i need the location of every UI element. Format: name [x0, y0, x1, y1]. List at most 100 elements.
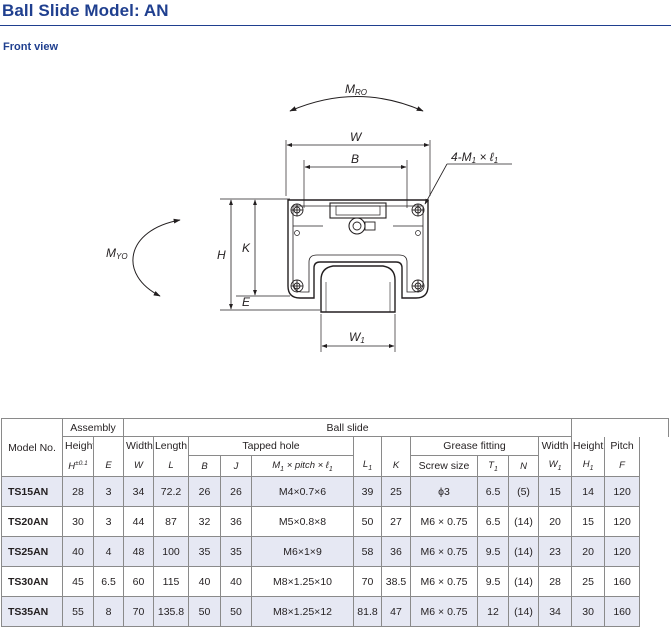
cell-j: 35	[220, 536, 253, 567]
header-ball-slide: Ball slide	[123, 418, 573, 437]
cell-e: 6.5	[92, 566, 125, 597]
myo-label: MYO	[106, 246, 128, 261]
symbol-k: K	[381, 455, 412, 477]
cell-tapped-hole: M8×1.25×12	[251, 596, 355, 627]
cell-e: 4	[92, 536, 125, 567]
symbol-f: F	[604, 455, 641, 477]
symbol-n: N	[508, 455, 540, 477]
cell-screw-size: M6 × 0.75	[410, 566, 479, 597]
cell-w: 60	[123, 566, 155, 597]
e-label: E	[242, 295, 251, 309]
cell-l1: 50	[353, 506, 383, 537]
cell-screw-size: ϕ3	[410, 476, 479, 507]
symbol-w1: W1	[538, 455, 573, 477]
cell-b: 32	[188, 506, 222, 537]
symbol-m1-pitch-l1: M1 × pitch × ℓ1	[251, 455, 355, 477]
header-assembly-blank	[92, 436, 125, 456]
cell-h: 55	[62, 596, 94, 627]
cell-b: 50	[188, 596, 222, 627]
header-l1-blank	[353, 436, 383, 456]
cell-f: 160	[604, 566, 641, 597]
screw-top-left	[290, 203, 304, 217]
rail-outline	[320, 265, 396, 313]
header-length: Length	[153, 436, 190, 456]
cell-w1: 15	[538, 476, 573, 507]
header-pitch: Pitch	[604, 436, 641, 456]
cell-model: TS30AN	[1, 566, 63, 597]
slide-body-outline	[287, 199, 429, 299]
cell-h1: 30	[571, 596, 606, 627]
table-row: TS15AN 28 3 34 72.2 26 26 M4×0.7×6 39 25…	[1, 476, 669, 507]
cell-f: 120	[604, 536, 641, 567]
cell-f: 120	[604, 506, 641, 537]
header-row-names: Height Width Length Tapped hole Grease f…	[2, 436, 669, 456]
cell-l: 72.2	[153, 476, 190, 507]
header-rail-group	[571, 418, 669, 437]
cell-n: (14)	[508, 566, 540, 597]
cell-k: 38.5	[381, 566, 412, 597]
symbol-e: E	[92, 455, 125, 477]
mro-label: MRO	[345, 82, 367, 97]
mro-arrow-arc	[289, 96, 424, 112]
cell-screw-size: M6 × 0.75	[410, 506, 479, 537]
cell-w: 44	[123, 506, 155, 537]
cell-b: 35	[188, 536, 222, 567]
cell-t1: 9.5	[477, 536, 510, 567]
header-rail-width: Width	[538, 436, 573, 456]
cell-b: 40	[188, 566, 222, 597]
cell-w: 70	[123, 596, 155, 627]
header-tapped-hole: Tapped hole	[188, 436, 355, 456]
cell-model: TS20AN	[1, 506, 63, 537]
cell-n: (5)	[508, 476, 540, 507]
cell-tapped-hole: M4×0.7×6	[251, 476, 355, 507]
header-rail-height: Height	[571, 436, 606, 456]
header-screw-size: Screw size	[410, 455, 479, 477]
cell-t1: 9.5	[477, 566, 510, 597]
header-assembly: Assembly	[61, 418, 125, 437]
front-view-drawing: MRO MYO W B 4-M1 × ℓ1 H K E	[106, 82, 512, 352]
page-title: Ball Slide Model: AN	[2, 1, 169, 20]
view-subtitle: Front view	[3, 41, 59, 53]
cell-f: 160	[604, 596, 641, 627]
cell-n: (14)	[508, 506, 540, 537]
cell-k: 36	[381, 536, 412, 567]
cell-h1: 20	[571, 536, 606, 567]
symbol-w: W	[123, 455, 155, 477]
cell-h1: 14	[571, 476, 606, 507]
cell-screw-size: M6 × 0.75	[410, 536, 479, 567]
cell-l1: 39	[353, 476, 383, 507]
screw-bottom-right	[411, 279, 425, 293]
title-rule	[0, 25, 671, 26]
cell-h: 45	[62, 566, 94, 597]
b-label: B	[351, 152, 359, 166]
cell-b: 26	[188, 476, 222, 507]
cell-t1: 6.5	[477, 506, 510, 537]
cell-h: 28	[62, 476, 94, 507]
cell-e: 8	[92, 596, 125, 627]
cell-tapped-hole: M5×0.8×8	[251, 506, 355, 537]
cell-l: 100	[153, 536, 190, 567]
header-row-groups: Model No. Assembly Ball slide	[1, 418, 669, 477]
cell-h1: 15	[571, 506, 606, 537]
cell-tapped-hole: M6×1×9	[251, 536, 355, 567]
cell-l: 115	[153, 566, 190, 597]
cell-h1: 25	[571, 566, 606, 597]
cell-j: 26	[220, 476, 253, 507]
cell-l: 135.8	[153, 596, 190, 627]
cell-j: 36	[220, 506, 253, 537]
header-k-blank	[381, 436, 412, 456]
cell-w1: 20	[538, 506, 573, 537]
cell-k: 47	[381, 596, 412, 627]
cell-t1: 12	[477, 596, 510, 627]
symbol-j: J	[220, 455, 253, 477]
cell-w1: 23	[538, 536, 573, 567]
header-height: Height	[62, 436, 94, 456]
cell-h: 40	[62, 536, 94, 567]
cell-w: 48	[123, 536, 155, 567]
cell-h: 30	[62, 506, 94, 537]
w-label: W	[350, 130, 363, 144]
symbol-l: L	[153, 455, 190, 477]
screw-bottom-left	[290, 279, 304, 293]
symbol-h1: H1	[571, 455, 606, 477]
table-row: TS20AN 30 3 44 87 32 36 M5×0.8×8 50 27 M…	[1, 506, 669, 537]
